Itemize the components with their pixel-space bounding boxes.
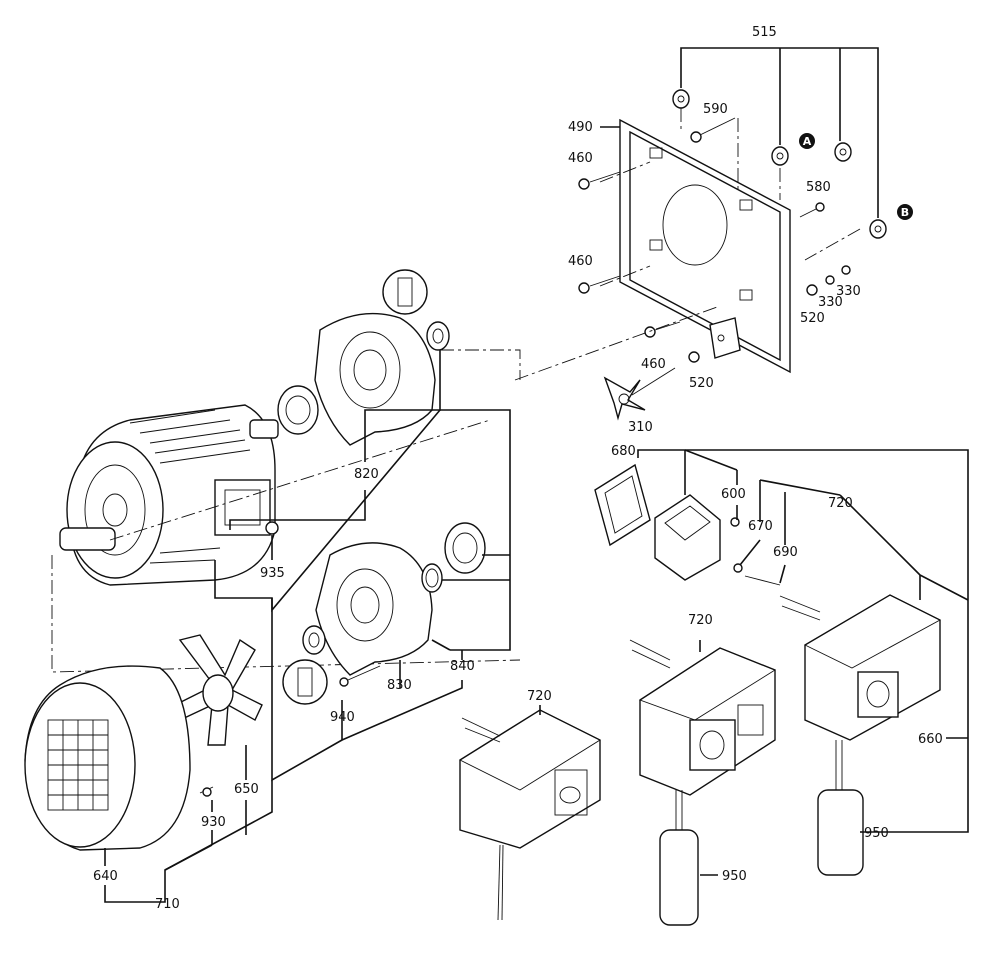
ref-b-label: B xyxy=(901,206,909,219)
label-690: 690 xyxy=(773,545,798,560)
label-310: 310 xyxy=(628,420,653,435)
label-930: 930 xyxy=(201,815,226,830)
label-935: 935 xyxy=(260,566,285,581)
label-680: 680 xyxy=(611,444,636,459)
label-520-a: 520 xyxy=(800,311,825,326)
label-710: 710 xyxy=(155,897,180,912)
end-shield-rear xyxy=(282,522,486,705)
mounting-plate xyxy=(619,118,791,374)
label-670: 670 xyxy=(748,519,773,534)
end-shield-front xyxy=(277,269,450,446)
label-590: 590 xyxy=(703,102,728,117)
switch-box-single xyxy=(779,594,941,876)
cooling-fins xyxy=(129,409,251,564)
switch-box-double xyxy=(629,639,776,926)
label-330-a: 330 xyxy=(836,284,861,299)
label-490: 490 xyxy=(568,120,593,135)
part-number-labels: 515 590 490 460 580 460 330 330 520 460 … xyxy=(93,25,943,912)
reference-markers: A B xyxy=(799,133,913,220)
ref-b-marker xyxy=(897,204,913,220)
label-720-a: 720 xyxy=(828,496,853,511)
label-600: 600 xyxy=(721,487,746,502)
label-660: 660 xyxy=(918,732,943,747)
label-830: 830 xyxy=(387,678,412,693)
label-460-a: 460 xyxy=(568,151,593,166)
ref-a-marker xyxy=(799,133,815,149)
label-950-b: 950 xyxy=(722,869,747,884)
label-330-b: 330 xyxy=(818,295,843,310)
label-460-c: 460 xyxy=(641,357,666,372)
cooling-fan xyxy=(174,634,263,746)
label-840: 840 xyxy=(450,659,475,674)
label-720-b: 720 xyxy=(688,613,713,628)
motor-housing xyxy=(51,404,521,673)
label-515: 515 xyxy=(752,25,777,40)
terminal-box-parts xyxy=(594,463,781,586)
switch-box-small xyxy=(459,709,601,921)
label-580: 580 xyxy=(806,180,831,195)
label-720-c: 720 xyxy=(527,689,552,704)
plate-hardware xyxy=(440,89,887,421)
label-940: 940 xyxy=(330,710,355,725)
ref-a-label: A xyxy=(803,135,812,148)
leader-lines xyxy=(104,47,969,903)
fan-cover xyxy=(24,665,214,851)
label-460-b: 460 xyxy=(568,254,593,269)
label-950-a: 950 xyxy=(864,826,889,841)
label-820: 820 xyxy=(354,467,379,482)
label-520-b: 520 xyxy=(689,376,714,391)
label-650: 650 xyxy=(234,782,259,797)
label-640: 640 xyxy=(93,869,118,884)
